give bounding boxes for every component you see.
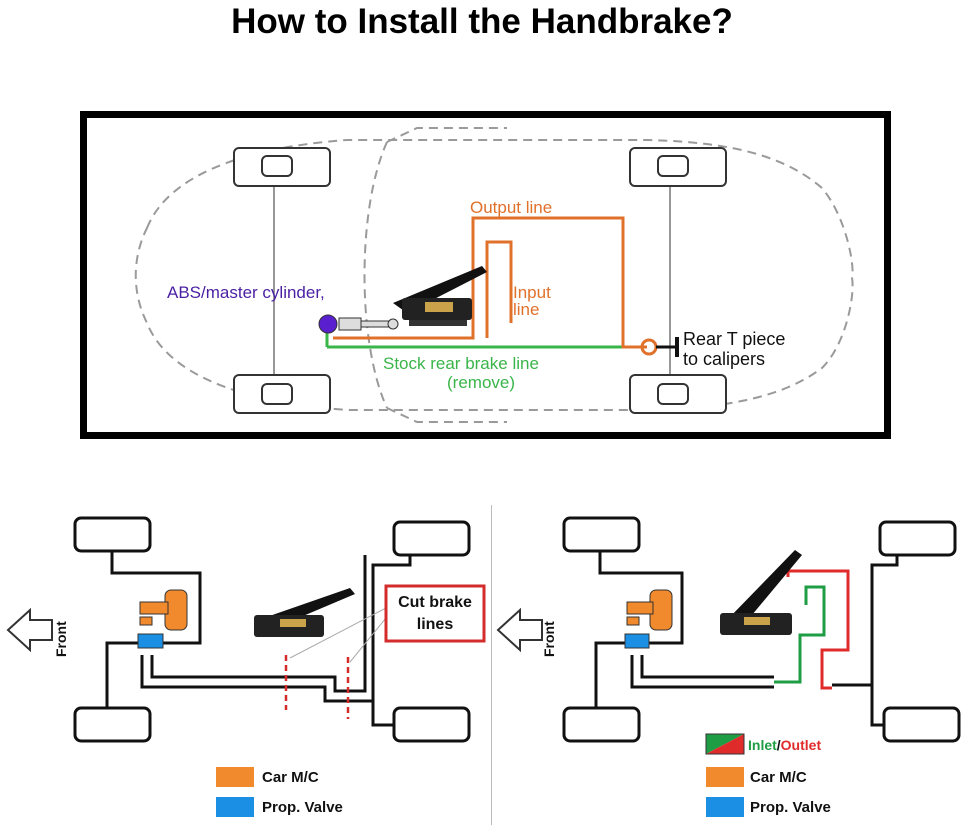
legend-label-inlet-outlet: Inlet/Outlet <box>748 737 821 753</box>
cut-label-2: lines <box>417 616 454 633</box>
legend-swatch-car-mc <box>706 767 744 787</box>
wheel-front-left <box>73 516 152 553</box>
rear-t-piece-label-1: Rear T piece <box>683 329 785 349</box>
brake-lines <box>594 551 899 727</box>
handbrake-lever-icon <box>254 588 355 637</box>
top-diagram-panel: ABS/master cylinder, Output line Input l… <box>80 111 891 439</box>
legend-swatch-prop-valve <box>706 797 744 817</box>
legend-label-car-mc: Car M/C <box>750 769 807 786</box>
page-title: How to Install the Handbrake? <box>231 2 733 41</box>
bottom-right-diagram: Front Inlet/Outlet Car M/C Prop. Valve <box>496 516 961 817</box>
legend-label-prop-valve: Prop. Valve <box>750 799 831 816</box>
front-label: Front <box>53 621 69 657</box>
handbrake-lever-icon <box>720 550 802 635</box>
front-label: Front <box>541 621 557 657</box>
cut-pointer-1 <box>289 607 387 659</box>
wheel-front-right <box>562 706 641 743</box>
wheel-rear-right <box>629 374 727 414</box>
fitting-icon <box>338 317 399 331</box>
front-arrow-icon <box>6 607 53 653</box>
legend-label-prop-valve: Prop. Valve <box>262 799 343 816</box>
prop-valve-icon <box>624 633 650 649</box>
car-brake-routing-diagram: ABS/master cylinder, Output line Input l… <box>134 127 854 423</box>
legend-swatch-car-mc <box>216 767 254 787</box>
input-line-label-2: line <box>513 300 539 319</box>
prop-valve-icon <box>137 633 164 649</box>
wheel-rear-right <box>392 706 471 743</box>
bottom-left-diagram: Front Cut brake lines Car M/C Prop. Valv… <box>6 516 486 817</box>
wheel-rear-right <box>882 706 961 743</box>
legend-swatch-prop-valve <box>216 797 254 817</box>
stock-line-label-2: (remove) <box>447 373 515 392</box>
inlet-line <box>774 585 826 684</box>
wheel-rear-left <box>878 520 957 557</box>
wheel-front-right <box>73 706 152 743</box>
rear-t-piece-label-2: to calipers <box>683 349 765 369</box>
master-cylinder-icon <box>318 314 338 334</box>
wheel-rear-left <box>629 147 727 187</box>
abs-master-cylinder-label: ABS/master cylinder, <box>167 283 325 302</box>
front-arrow-icon <box>496 607 543 653</box>
car-outline <box>134 127 854 423</box>
outlet-line <box>786 569 850 690</box>
legend-swatch-inlet-outlet <box>705 733 745 755</box>
cut-label-1: Cut brake <box>398 594 472 611</box>
wheel-front-left <box>562 516 641 553</box>
wheel-rear-left <box>392 520 471 557</box>
stock-line-label-1: Stock rear brake line <box>383 354 539 373</box>
legend-label-car-mc: Car M/C <box>262 769 319 786</box>
wheel-front-left <box>233 147 331 187</box>
cut-pointer-2 <box>349 617 387 663</box>
cut-label-box <box>384 584 486 643</box>
wheel-front-right <box>233 374 331 414</box>
divider <box>491 505 492 825</box>
handbrake-lever-icon <box>393 266 487 326</box>
output-line <box>333 216 647 349</box>
input-line <box>485 240 513 338</box>
output-line-label: Output line <box>470 198 552 217</box>
input-line-label-1: Input <box>513 283 551 302</box>
